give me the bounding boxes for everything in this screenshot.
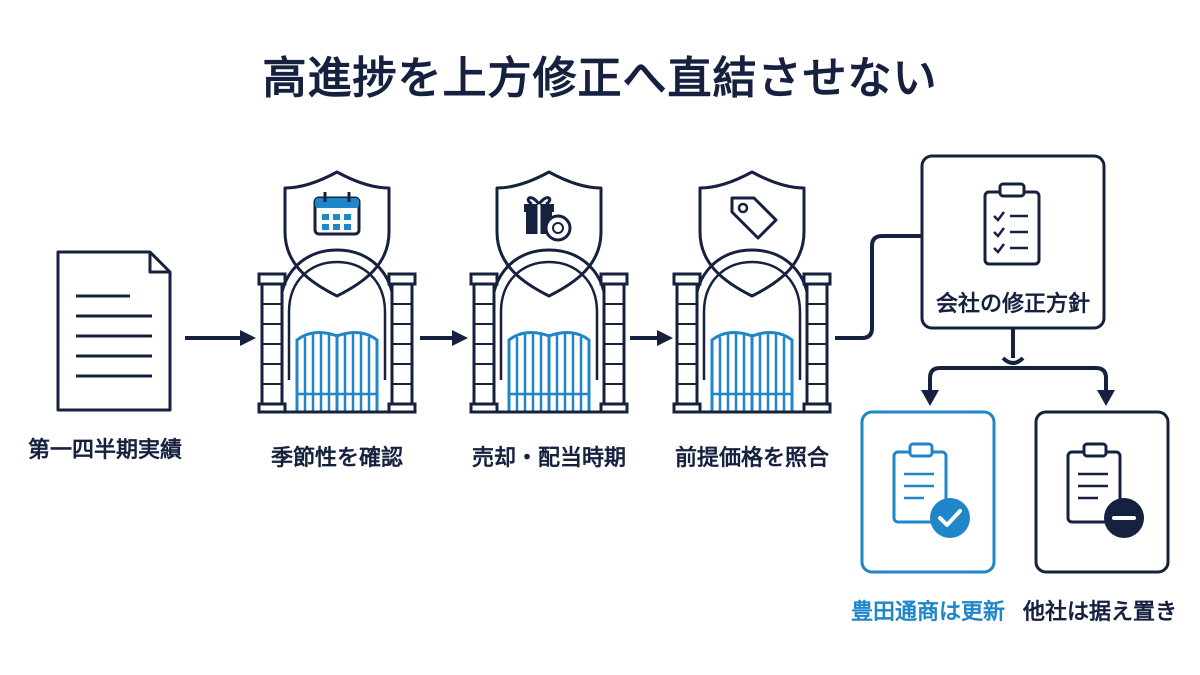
step-label-seasonality: 季節性を確認 [270,446,403,471]
step-label-price-assumption: 前提価格を照合 [674,446,829,471]
outcome-label-update: 豊田通商は更新 [850,600,1005,625]
connector-to-policy [835,234,922,340]
calendar-icon [313,192,361,236]
step-label-sale-dividend: 売却・配当時期 [471,446,626,471]
branch-connector [921,328,1115,406]
policy-label: 会社の修正方針 [935,292,1090,317]
flow-arrow-1 [185,330,256,346]
step-label-q1-results: 第一四半期実績 [27,438,182,463]
outcome-label-keep: 他社は据え置き [1022,600,1177,625]
clipboard-check-icon [892,442,970,538]
gift-coin-icon [524,196,572,242]
document-icon [56,250,172,412]
clipboard-minus-icon [1066,442,1144,538]
flow-arrow-3 [630,330,673,346]
price-tag-icon [730,196,778,240]
flow-arrow-2 [420,330,468,346]
diagram-title: 高進捗を上方修正へ直結させない [262,53,938,104]
clipboard-checklist-icon [983,182,1041,266]
